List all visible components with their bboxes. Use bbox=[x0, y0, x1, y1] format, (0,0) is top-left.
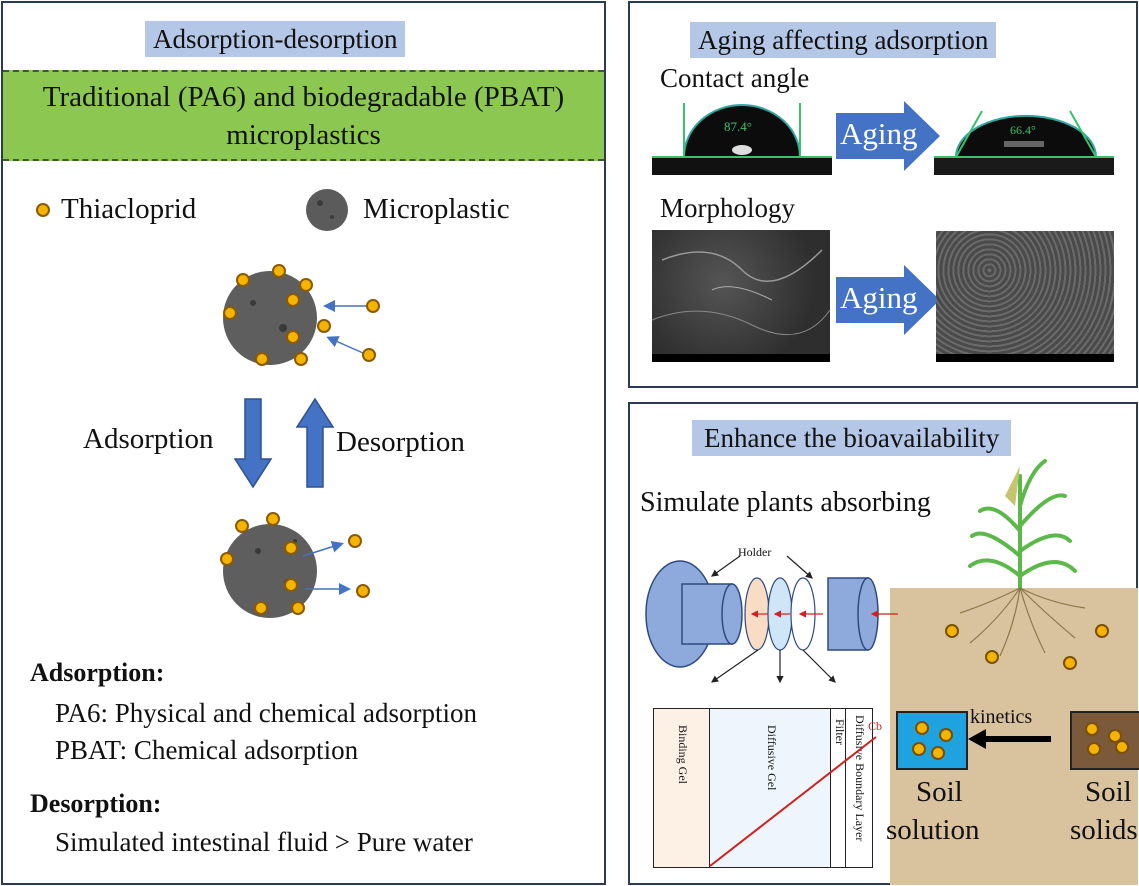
desorption-arrow-label: Desorption bbox=[336, 426, 465, 458]
thiacloprid-legend-label: Thiacloprid bbox=[61, 193, 197, 225]
morphology-label: Morphology bbox=[660, 193, 795, 223]
soil-solids-line-1: Soil bbox=[1085, 776, 1132, 808]
soil-solution-line-2: solution bbox=[886, 814, 980, 846]
concentration-gradient-line bbox=[709, 736, 877, 867]
desorption-particle-diagram bbox=[220, 512, 370, 618]
contact-angle-label: Contact angle bbox=[660, 63, 810, 93]
soil-thiacloprid-molecules bbox=[945, 624, 1109, 670]
panel-title: Enhance the bioavailability bbox=[692, 420, 1012, 456]
desorption-heading: Desorption: bbox=[30, 789, 162, 818]
soil-solution-label: Soil bbox=[916, 776, 963, 809]
bioavailability-panel: Enhance the bioavailability Simulate pla… bbox=[628, 402, 1139, 885]
banner-line-1: Traditional (PA6) and biodegradable (PBA… bbox=[42, 81, 565, 113]
adsorption-particle-diagram bbox=[223, 264, 380, 366]
plant-icon bbox=[968, 459, 1077, 593]
dgt-device-diagram bbox=[645, 555, 898, 684]
aging-panel: Aging affecting adsorption Contact angle… bbox=[628, 1, 1138, 388]
soil-solids-line-2: solids bbox=[1070, 814, 1138, 846]
adsorption-item-pbat: PBAT: Chemical adsorption bbox=[55, 735, 359, 765]
desorption-item: Simulated intestinal fluid > Pure water bbox=[55, 827, 473, 857]
thiacloprid-legend-icon bbox=[36, 203, 50, 217]
contact-angle-image-after: 66.4° bbox=[934, 109, 1114, 175]
angle-before-value: 87.4° bbox=[724, 119, 752, 134]
adsorption-desorption-panel: Adsorption-desorption Traditional (PA6) … bbox=[1, 1, 606, 885]
panel-title: Adsorption-desorption bbox=[145, 21, 406, 57]
adsorption-arrow-label: Adsorption bbox=[83, 423, 214, 455]
filter-label: Filter bbox=[833, 719, 847, 745]
microplastic-legend-label: Microplastic bbox=[363, 193, 510, 225]
microplastic-legend-icon bbox=[306, 189, 348, 231]
diffusive-gel-label: Diffusive Gel bbox=[765, 725, 779, 791]
simulate-plants-label: Simulate plants absorbing bbox=[640, 487, 931, 518]
banner-line-2: microplastics bbox=[226, 119, 381, 151]
binding-gel-layer bbox=[654, 709, 710, 867]
filter-layer bbox=[831, 709, 846, 867]
aging-arrow-icon-2 bbox=[836, 265, 940, 335]
dgt-layer-cross-section: Binding Gel Diffusive Gel Filter Diffusi… bbox=[653, 708, 882, 868]
panel-title: Aging affecting adsorption bbox=[690, 22, 997, 58]
adsorption-item-pa6: PA6: Physical and chemical adsorption bbox=[55, 698, 477, 728]
soil-solution-line-1: Soil bbox=[916, 776, 963, 808]
sem-image-after bbox=[936, 231, 1114, 362]
adsorbed-thiacloprid-molecules bbox=[220, 512, 305, 615]
desorption-up-arrow-icon bbox=[295, 397, 335, 488]
kinetics-arrow-icon bbox=[968, 729, 1051, 749]
binding-gel-label: Binding Gel bbox=[676, 725, 690, 784]
sem-image-before bbox=[651, 230, 831, 362]
microplastic-type-banner: Traditional (PA6) and biodegradable (PBA… bbox=[3, 70, 604, 161]
soil-solution-box bbox=[896, 711, 968, 770]
kinetics-label: kinetics bbox=[970, 706, 1033, 728]
adsorption-down-arrow-icon bbox=[233, 398, 273, 489]
soil-solids-box bbox=[1070, 711, 1139, 770]
plant-roots-icon bbox=[959, 587, 1086, 657]
adsorption-heading: Adsorption: bbox=[30, 658, 165, 687]
aging-arrow-label-2: Aging bbox=[840, 280, 918, 315]
angle-after-value: 66.4° bbox=[1010, 123, 1036, 137]
adsorbed-thiacloprid-molecules bbox=[223, 264, 331, 366]
aging-arrow-label-1: Aging bbox=[840, 116, 918, 151]
aging-arrow-icon-1 bbox=[836, 101, 940, 171]
contact-angle-image-before: 87.4° bbox=[652, 101, 832, 175]
cb-label: Cb bbox=[868, 719, 883, 733]
holder-label: Holder bbox=[738, 545, 772, 559]
